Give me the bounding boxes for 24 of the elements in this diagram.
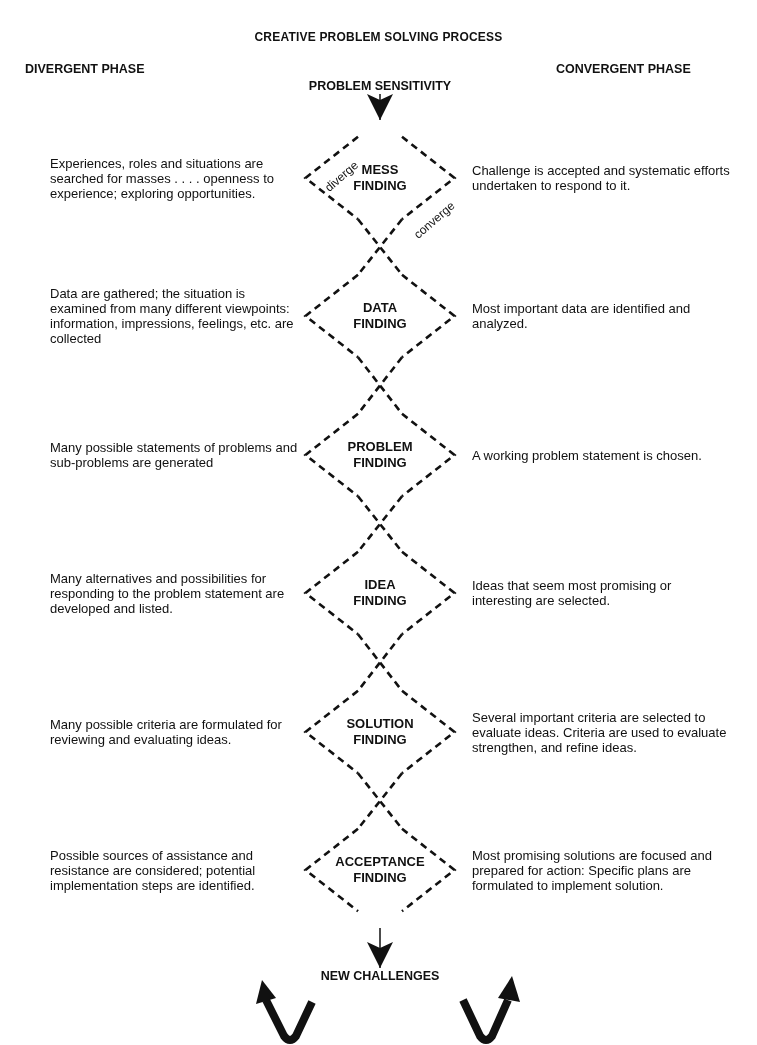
description-text: Challenge is accepted and systematic efforts undertaken to respond to it. [472,163,731,193]
arrow [367,927,393,969]
description-text: Data are gathered; the situation is examined from many different viewpoints: information, impressions, feelings, etc. are collected [50,286,295,346]
diamond-label: IDEA FINDING [353,577,407,609]
phase-heading: DIVERGENT PHASE [25,62,145,76]
stage-heading: NEW CHALLENGES [290,968,470,984]
diamond-label: SOLUTION FINDING [346,716,414,748]
description-text: A working problem statement is chosen. [472,447,703,463]
description-text: Many alternatives and possibilities for responding to the problem statement are developed and listed. [50,570,286,616]
description-text: Many possible criteria are formulated for reviewing and evaluating ideas. [50,717,283,747]
description-text: Many possible statements of problems and sub-problems are generated [50,440,298,470]
diamond-label: DATA FINDING [353,300,407,332]
stage-heading: PROBLEM SENSITIVITY [290,78,470,94]
diamond-label: ACCEPTANCE FINDING [335,854,425,886]
description-text: Several important criteria are selected to evaluate ideas. Criteria are used to evaluate strengthen, and refine ideas. [472,709,728,755]
diamond-label: PROBLEM FINDING [347,439,413,471]
diagram-title: CREATIVE PROBLEM SOLVING PROCESS [253,30,504,44]
description-text: Experiences, roles and situations are searched for masses . . . . openness to experience; exploring opportunities. [50,155,275,201]
description-text: Most promising solutions are focused and prepared for action: Specific plans are formulated to implement solution. [472,847,713,893]
description-text: Possible sources of assistance and resistance are considered; potential implementation steps are identified. [50,847,257,893]
phase-heading: CONVERGENT PHASE [556,62,691,76]
arrow [367,93,393,121]
description-text: Most important data are identified and analyzed. [472,301,692,331]
description-text: Ideas that seem most promising or interesting are selected. [472,578,673,608]
